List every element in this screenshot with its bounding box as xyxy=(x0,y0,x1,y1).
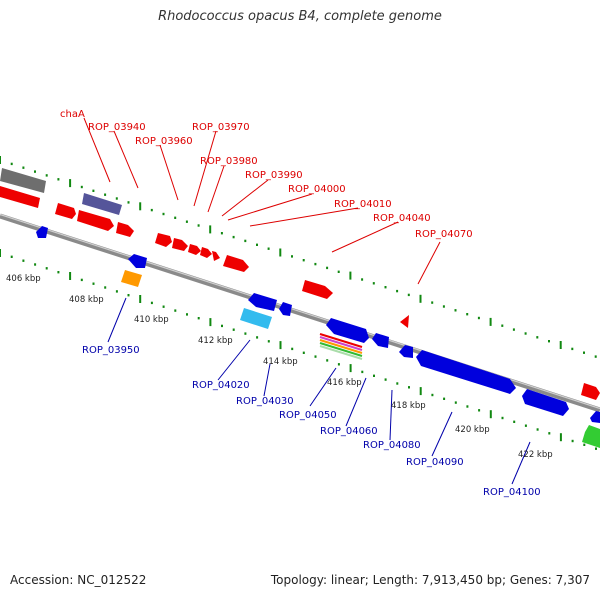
scale-label: 422 kbp xyxy=(518,450,553,460)
gene-feature[interactable] xyxy=(399,345,413,358)
top-tick-rail xyxy=(0,156,597,358)
top-label-leaders xyxy=(83,117,441,285)
gene-feature[interactable] xyxy=(416,350,516,394)
gene-label-rop-04070[interactable]: ROP_04070 xyxy=(415,229,473,240)
gene-label-rop-04100[interactable]: ROP_04100 xyxy=(483,487,541,498)
scale-label: 408 kbp xyxy=(69,295,104,305)
gene-feature[interactable] xyxy=(372,333,389,348)
gene-feature[interactable] xyxy=(82,193,122,215)
gene-feature[interactable] xyxy=(223,255,249,272)
gene-label-rop-03970[interactable]: ROP_03970 xyxy=(192,122,250,133)
scale-label: 416 kbp xyxy=(327,378,362,388)
gene-label-rop-03950[interactable]: ROP_03950 xyxy=(82,345,140,356)
gene-feature[interactable] xyxy=(319,342,363,357)
gene-label-rop-04010[interactable]: ROP_04010 xyxy=(334,199,392,210)
genome-summary-text: Topology: linear; Length: 7,913,450 bp; … xyxy=(270,573,590,587)
gene-label-chaA[interactable]: chaA xyxy=(60,109,85,120)
bottom-features xyxy=(36,226,600,448)
gene-feature[interactable] xyxy=(55,203,76,219)
top-features xyxy=(0,168,600,400)
gene-label-rop-03940[interactable]: ROP_03940 xyxy=(88,122,146,133)
gene-feature[interactable] xyxy=(188,244,201,255)
gene-feature[interactable] xyxy=(240,308,272,329)
top-gene-labels: chaA ROP_03940 ROP_03960 ROP_03970 ROP_0… xyxy=(60,109,473,240)
gene-feature[interactable] xyxy=(36,226,48,238)
scale-label: 410 kbp xyxy=(134,315,169,325)
gene-feature[interactable] xyxy=(121,270,142,287)
gene-feature[interactable] xyxy=(302,280,333,299)
gene-feature[interactable] xyxy=(582,425,600,448)
gene-label-rop-04040[interactable]: ROP_04040 xyxy=(373,213,431,224)
gene-feature[interactable] xyxy=(116,222,134,237)
scale-label: 420 kbp xyxy=(455,425,490,435)
scale-labels: 406 kbp 408 kbp 410 kbp 412 kbp 414 kbp … xyxy=(6,274,553,460)
scale-label: 412 kbp xyxy=(198,336,233,346)
gene-feature[interactable] xyxy=(279,302,292,316)
gene-label-rop-03960[interactable]: ROP_03960 xyxy=(135,136,193,147)
gene-label-rop-04000[interactable]: ROP_04000 xyxy=(288,184,346,195)
gene-feature[interactable] xyxy=(319,336,363,351)
gene-feature[interactable] xyxy=(326,318,369,343)
scale-label: 406 kbp xyxy=(6,274,41,284)
gene-feature[interactable] xyxy=(319,333,363,348)
gene-label-rop-04090[interactable]: ROP_04090 xyxy=(406,457,464,468)
gene-label-rop-03990[interactable]: ROP_03990 xyxy=(245,170,303,181)
gene-feature[interactable] xyxy=(0,186,40,208)
page-title: Rhodococcus opacus B4, complete genome xyxy=(158,9,442,24)
gene-label-rop-03980[interactable]: ROP_03980 xyxy=(200,156,258,167)
bottom-gene-labels: ROP_03950 ROP_04020 ROP_04030 ROP_04050 … xyxy=(82,345,541,498)
scale-label: 414 kbp xyxy=(263,357,298,367)
gene-feature[interactable] xyxy=(319,345,363,360)
gene-feature[interactable] xyxy=(319,339,363,354)
gene-feature[interactable] xyxy=(581,383,600,400)
gene-feature[interactable] xyxy=(77,210,114,231)
multi-feature-stack[interactable] xyxy=(319,333,363,360)
gene-feature[interactable] xyxy=(590,411,600,423)
gene-feature[interactable] xyxy=(522,389,569,416)
accession-text: Accession: NC_012522 xyxy=(10,573,147,587)
gene-feature[interactable] xyxy=(0,168,46,193)
bottom-tick-rail xyxy=(0,249,597,450)
gene-feature[interactable] xyxy=(400,315,409,328)
gene-label-rop-04050[interactable]: ROP_04050 xyxy=(279,410,337,421)
gene-label-rop-04080[interactable]: ROP_04080 xyxy=(363,440,421,451)
gene-feature[interactable] xyxy=(248,293,277,311)
bottom-label-leaders xyxy=(107,297,531,485)
gene-feature[interactable] xyxy=(212,251,220,261)
gene-feature[interactable] xyxy=(172,238,188,251)
gene-feature[interactable] xyxy=(128,254,147,268)
gene-label-rop-04060[interactable]: ROP_04060 xyxy=(320,426,378,437)
scale-label: 418 kbp xyxy=(391,401,426,411)
gene-feature[interactable] xyxy=(155,233,172,247)
gene-feature[interactable] xyxy=(200,247,212,258)
gene-label-rop-04020[interactable]: ROP_04020 xyxy=(192,380,250,391)
gene-label-rop-04030[interactable]: ROP_04030 xyxy=(236,396,294,407)
